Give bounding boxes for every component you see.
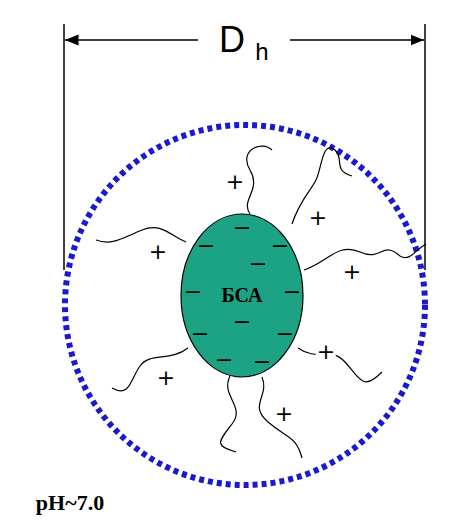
dimension (64, 24, 425, 270)
polymer-chain (259, 377, 302, 458)
negative-charge: − (233, 311, 251, 333)
polymer-chain (298, 348, 382, 382)
negative-charge: − (276, 323, 294, 345)
polymer-chain (304, 244, 426, 270)
extension-line (424, 24, 426, 270)
dimension-subscript: h (255, 40, 268, 64)
polymer-chain (247, 146, 272, 214)
dimension-arrow (65, 39, 198, 41)
dimension-arrow (290, 39, 424, 41)
negative-charge: − (215, 349, 233, 371)
positive-charge: + (225, 171, 245, 193)
positive-charge: + (156, 367, 176, 389)
dimension-symbol: D (219, 22, 245, 58)
negative-charge: − (197, 235, 215, 257)
polymer-chain (112, 348, 188, 391)
polymer-chain (96, 228, 186, 243)
negative-charge: − (249, 253, 267, 275)
negative-charge: − (233, 217, 251, 239)
positive-charge: + (316, 341, 336, 363)
negative-charge: − (283, 281, 301, 303)
positive-charge: + (308, 207, 328, 229)
extension-line (63, 24, 65, 270)
ph-note: pH~7.0 (36, 492, 104, 514)
polymer-chains (96, 146, 426, 458)
negative-charge: − (253, 351, 271, 373)
polymer-chain (221, 376, 237, 452)
hydrodynamic-boundary (65, 125, 425, 485)
globule-shape (181, 214, 303, 377)
negative-charge: − (191, 323, 209, 345)
positive-charge: + (148, 241, 168, 263)
positive-charge: + (274, 403, 294, 425)
positive-charge: + (342, 261, 362, 283)
protein-name: БСА (222, 284, 263, 307)
negative-charge: − (271, 235, 289, 257)
negative-charge: − (184, 281, 202, 303)
